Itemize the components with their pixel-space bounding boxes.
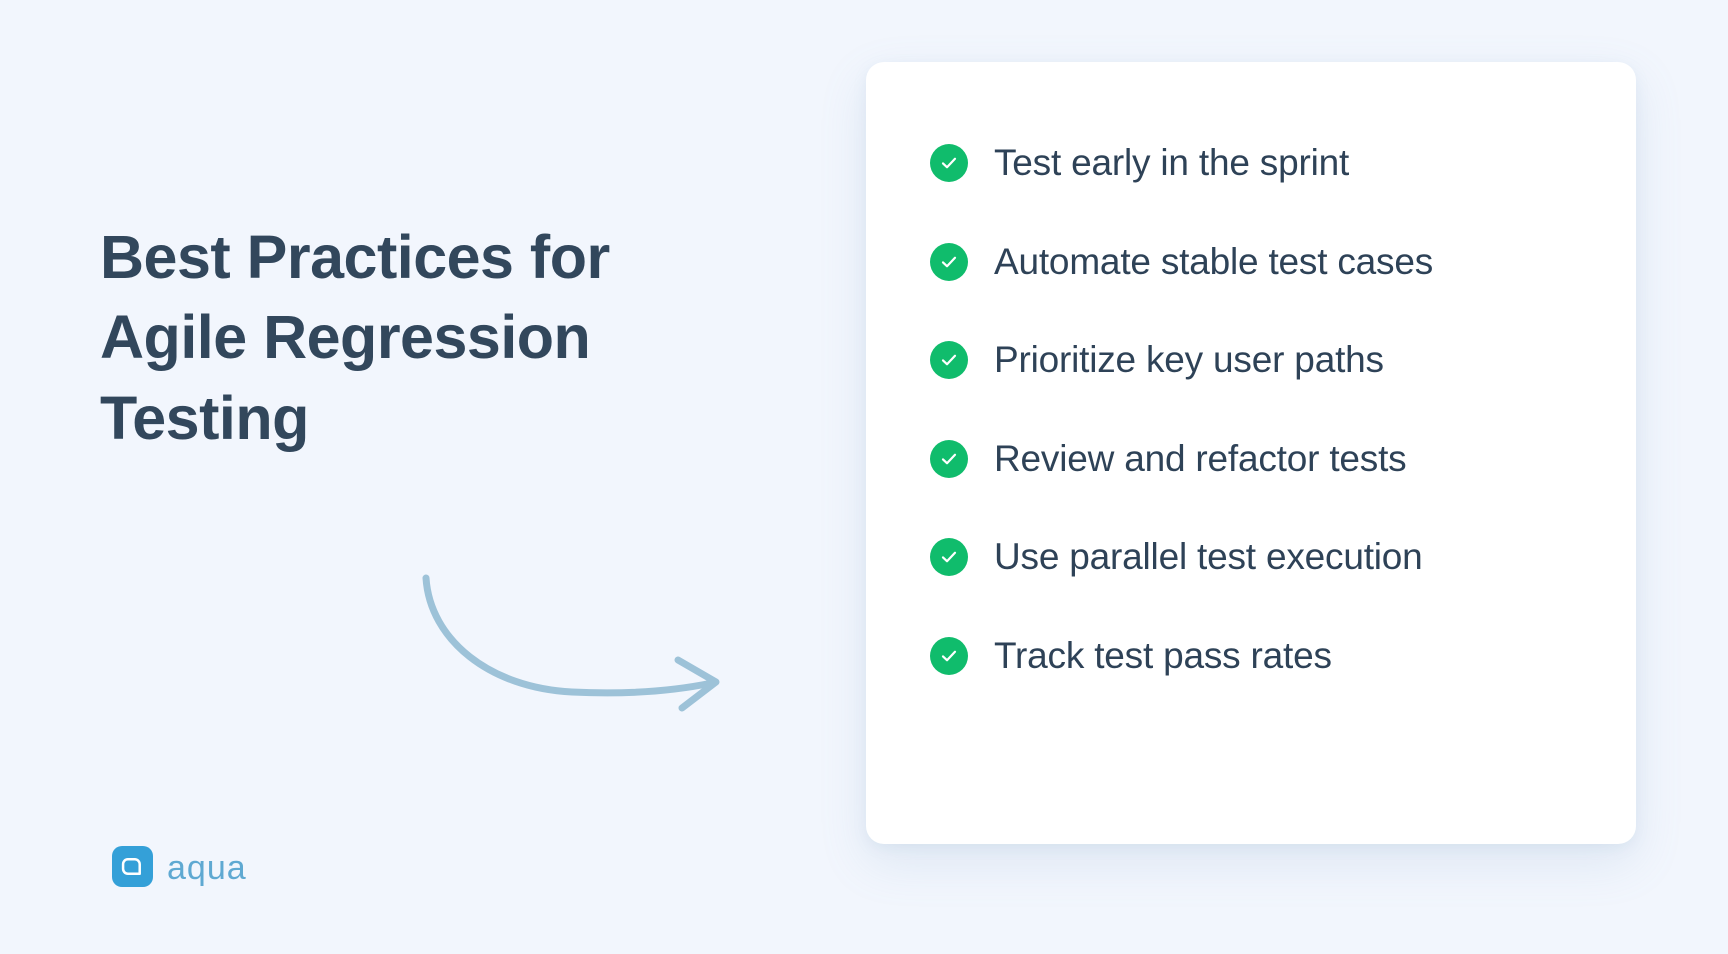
curved-arrow-svg bbox=[422, 574, 720, 712]
best-practices-list: Test early in the sprint Automate stable… bbox=[930, 142, 1596, 677]
check-glyph-icon bbox=[941, 157, 957, 169]
check-glyph-icon bbox=[941, 355, 957, 366]
list-item-label: Test early in the sprint bbox=[994, 142, 1350, 183]
check-circle-icon bbox=[930, 439, 968, 478]
list-item: Test early in the sprint bbox=[930, 142, 1596, 185]
check-circle-icon bbox=[930, 242, 968, 281]
list-item-label: Review and refactor tests bbox=[994, 437, 1407, 479]
aqua-q-glyph-icon bbox=[121, 858, 141, 875]
list-item-label: Prioritize key user paths bbox=[994, 339, 1384, 381]
left-column: Best Practices for Agile Regression Test… bbox=[0, 0, 840, 954]
check-circle-icon bbox=[930, 341, 968, 380]
brand-wordmark: aqua bbox=[167, 848, 247, 887]
brand-logo: aqua bbox=[112, 846, 247, 887]
best-practices-card: Test early in the sprint Automate stable… bbox=[866, 62, 1636, 844]
check-circle-icon bbox=[930, 538, 968, 577]
check-glyph-icon bbox=[941, 650, 957, 662]
check-glyph-icon bbox=[941, 256, 957, 268]
check-circle-icon bbox=[930, 637, 968, 675]
check-glyph-icon bbox=[941, 552, 957, 563]
check-glyph-icon bbox=[941, 453, 957, 465]
list-item: Track test pass rates bbox=[930, 635, 1596, 678]
check-circle-icon bbox=[930, 144, 968, 183]
aqua-logo-mark-icon bbox=[112, 846, 153, 887]
list-item-label: Use parallel test execution bbox=[994, 536, 1423, 578]
list-item: Prioritize key user paths bbox=[930, 339, 1596, 382]
list-item-label: Track test pass rates bbox=[994, 634, 1332, 676]
page-title: Best Practices for Agile Regression Test… bbox=[100, 222, 610, 452]
curved-arrow-icon bbox=[420, 570, 750, 730]
list-item: Review and refactor tests bbox=[930, 438, 1596, 481]
list-item: Automate stable test cases bbox=[930, 241, 1596, 284]
list-item-label: Automate stable test cases bbox=[994, 240, 1434, 282]
list-item: Use parallel test execution bbox=[930, 536, 1596, 579]
